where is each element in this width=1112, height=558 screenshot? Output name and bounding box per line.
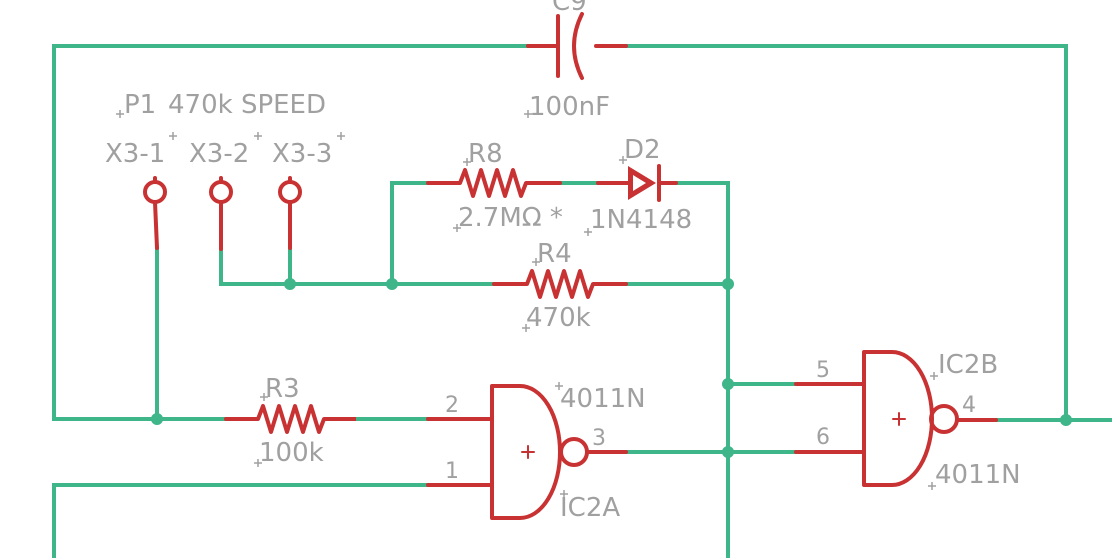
x3-2-label: X3-2: [189, 139, 249, 169]
x3-3-origin-mark: [337, 132, 345, 140]
x3-2-origin-mark: [254, 132, 262, 140]
junctions: [151, 278, 1072, 458]
junction-dot: [151, 413, 163, 425]
junction-dot: [386, 278, 398, 290]
net-ic2a-pin1: [52, 483, 430, 558]
capacitor-c9: C9 100nF: [524, 0, 628, 122]
p1-origin-mark: [116, 110, 124, 118]
ic2b-value-origin-mark: [928, 482, 936, 490]
d2-origin-mark: [619, 156, 627, 164]
ic2b-plus-mark: [892, 412, 906, 426]
r3-zigzag: [224, 404, 360, 434]
ic2a-name-origin-mark: [560, 490, 568, 498]
x3-1-pad: [143, 180, 167, 204]
r8-value-origin-mark: [453, 224, 461, 232]
ic2a-name-label: IC2A: [560, 493, 620, 523]
c9-value-label: 100nF: [529, 92, 610, 122]
r4-origin-mark: [532, 258, 540, 266]
ic2a-pin-1-label: 1: [445, 459, 459, 484]
r8-value-label: 2.7MΩ *: [458, 203, 563, 233]
r4-zigzag: [492, 269, 628, 299]
r8-origin-mark: [463, 158, 471, 166]
ic2a-input-leads: [426, 417, 494, 487]
ic2a-plus-mark: [521, 445, 535, 459]
junction-dot: [1060, 414, 1072, 426]
resistor-r3: R3 100k: [224, 374, 430, 468]
r8-zigzag: [426, 168, 562, 198]
x3-3-label: X3-3: [272, 139, 332, 169]
ic2a-inversion-bubble: [559, 437, 589, 467]
net-c9-feedback: [52, 44, 1112, 422]
ic2b-pin-6-label: 6: [816, 425, 830, 450]
diode-d2: D2 1N4148: [584, 135, 692, 236]
junction-dot: [722, 378, 734, 390]
resistor-r4: R4 470k: [492, 239, 628, 333]
wires: [52, 44, 1112, 558]
r3-value-label: 100k: [259, 438, 324, 468]
ic2b-input-leads: [794, 382, 866, 454]
potentiometer-p1: P1 470k SPEED X3-1 X3-2 X3-3: [105, 90, 345, 251]
r3-origin-mark: [260, 393, 268, 401]
r3-value-origin-mark: [254, 459, 262, 467]
r8-name-label: R8: [468, 139, 503, 169]
d2-name-label: D2: [624, 135, 661, 165]
junction-dot: [722, 278, 734, 290]
c9-origin-mark: [524, 110, 532, 118]
p1-value-label: 470k SPEED: [168, 90, 326, 120]
d2-value-origin-mark: [584, 228, 592, 236]
d2-value-label: 1N4148: [590, 205, 692, 235]
junction-dot: [722, 446, 734, 458]
x3-1-label: X3-1: [105, 139, 165, 169]
ic2a-pin-3-label: 3: [592, 426, 606, 451]
ic2a-value-label: 4011N: [560, 384, 646, 414]
ic2a-origin-mark: [555, 382, 563, 390]
c9-name-label: C9: [552, 0, 587, 17]
nand-gate-ic2a: 2 1 3 4011N IC2A: [426, 382, 646, 523]
ic2b-origin-mark: [930, 372, 938, 380]
nand-gate-ic2b: 5 6 4 IC2B 4011N: [794, 350, 1021, 490]
resistor-r8: R8 2.7MΩ *: [426, 139, 563, 233]
ic2b-pin-4-label: 4: [962, 393, 976, 418]
junction-dot: [284, 278, 296, 290]
ic2b-name-label: IC2B: [938, 350, 998, 380]
r4-name-label: R4: [537, 239, 572, 269]
x3-1-origin-mark: [169, 132, 177, 140]
net-osc-node: [624, 181, 798, 558]
x3-2-pad: [209, 180, 233, 204]
d2-triangle-inner: [633, 175, 646, 191]
r3-name-label: R3: [265, 374, 300, 404]
ic2b-inversion-bubble: [929, 404, 959, 434]
ic2b-pin-5-label: 5: [816, 358, 830, 383]
p1-name-label: P1: [124, 90, 156, 120]
ic2a-pin-2-label: 2: [445, 393, 459, 418]
r4-value-origin-mark: [522, 324, 530, 332]
r4-value-label: 470k: [526, 303, 591, 333]
c9-curved-plate: [572, 12, 584, 80]
x3-1-lead: [153, 176, 159, 250]
x3-3-pad: [278, 180, 302, 204]
ic2b-value-label: 4011N: [935, 460, 1021, 490]
net-wiper: [219, 181, 496, 286]
